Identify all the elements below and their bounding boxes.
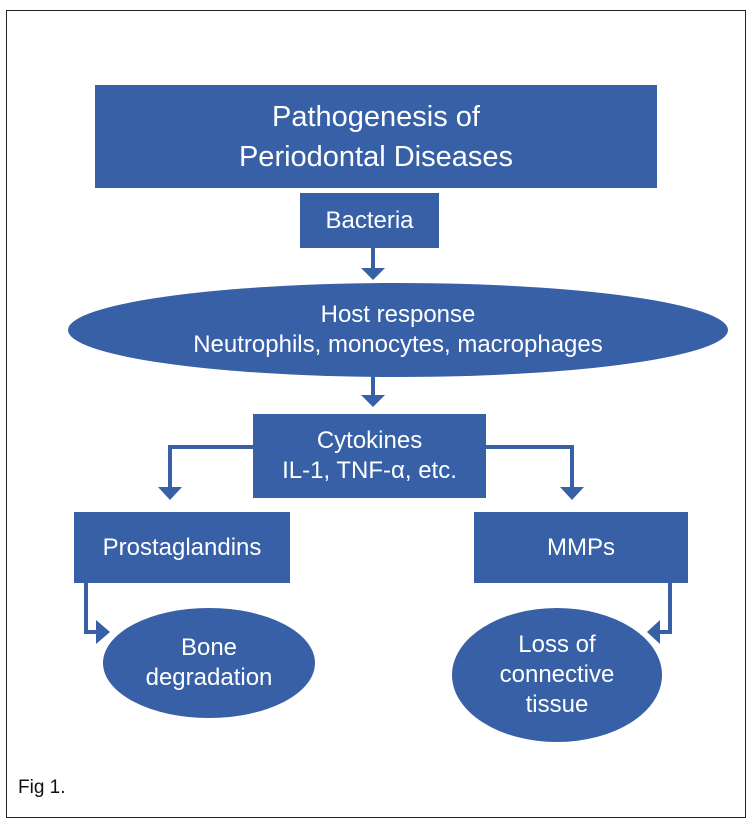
arrowhead (647, 620, 660, 644)
title-line-1: Pathogenesis of (272, 100, 480, 133)
bone-degradation-line-1: Bone (180, 634, 238, 661)
prostaglandins-label: Prostaglandins (102, 533, 262, 561)
arrowhead (361, 395, 385, 407)
arrowhead (361, 268, 385, 280)
arrow-cytokines-to-prostaglandins (168, 445, 255, 487)
loss-line-2: connective (499, 661, 615, 688)
bone-degradation-line-2: degradation (145, 664, 273, 691)
arrowhead (158, 487, 182, 500)
cytokines-line-2: IL-1, TNF-α, etc. (282, 457, 457, 484)
node-mmps: MMPs (474, 512, 688, 583)
cytokines-line-1: Cytokines (316, 427, 423, 454)
loss-line-1: Loss of (518, 631, 596, 658)
figure-frame (6, 10, 746, 818)
node-bacteria-label: Bacteria (325, 206, 414, 234)
title-line-2: Periodontal Diseases (238, 140, 514, 173)
title-box: Pathogenesis of Periodontal Diseases (95, 85, 657, 188)
node-bacteria: Bacteria (300, 193, 439, 248)
figure-caption: Fig 1. (18, 777, 66, 798)
arrowhead (96, 620, 110, 644)
node-prostaglandins: Prostaglandins (74, 512, 290, 583)
arrowhead (560, 487, 584, 500)
node-host-response: Host response Neutrophils, monocytes, ma… (68, 283, 728, 377)
node-cytokines: Cytokines IL-1, TNF-α, etc. (253, 414, 486, 498)
node-loss-connective-tissue: Loss of connective tissue (452, 608, 662, 742)
host-response-line-1: Host response (320, 301, 476, 328)
arrow-mmps-to-loss (660, 583, 672, 634)
host-response-line-2: Neutrophils, monocytes, macrophages (193, 331, 603, 358)
arrow-cytokines-to-mmps (485, 445, 574, 487)
arrow-prostaglandins-to-bone (84, 583, 96, 634)
mmps-label: MMPs (547, 533, 615, 561)
loss-line-3: tissue (525, 691, 589, 718)
node-bone-degradation: Bone degradation (103, 608, 315, 718)
